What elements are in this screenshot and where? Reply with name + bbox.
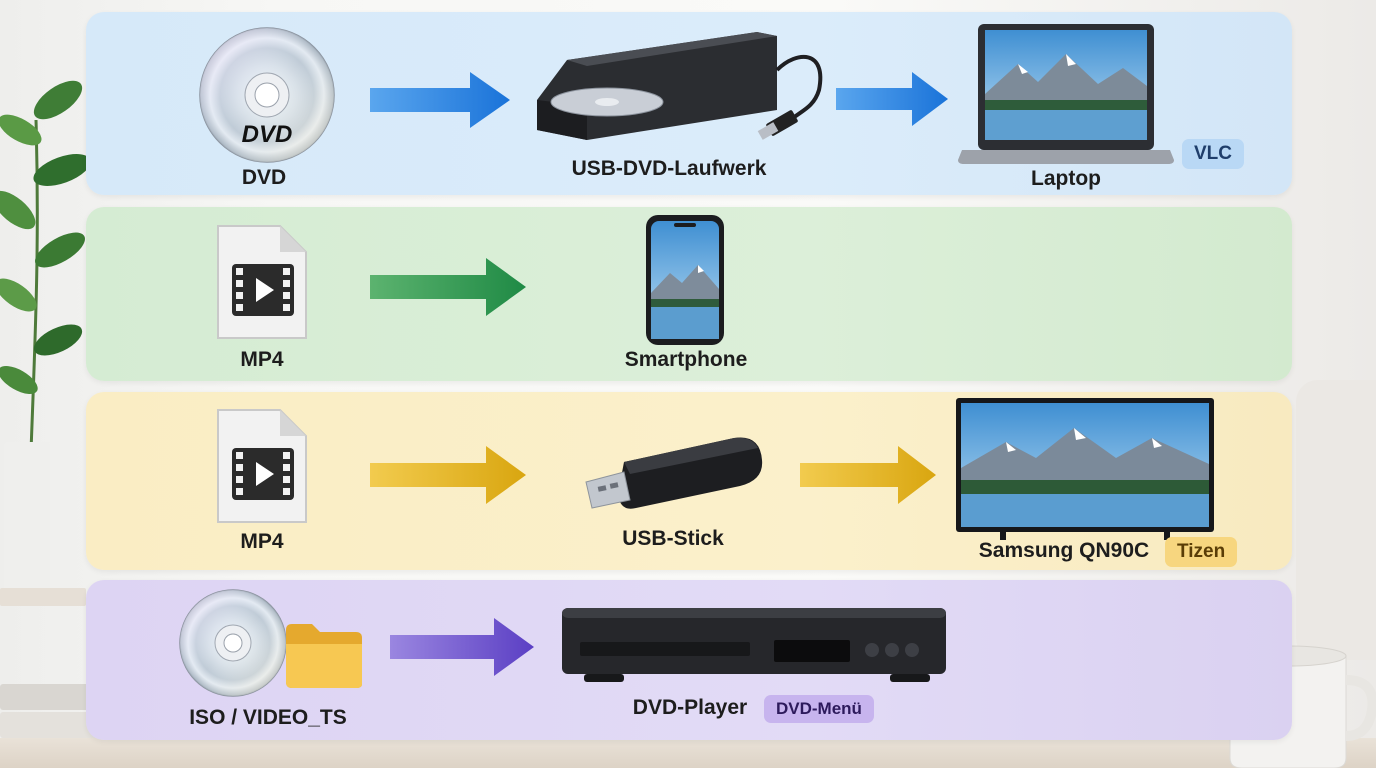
shelf-decoration — [0, 588, 86, 606]
arrow-right-icon — [370, 446, 526, 504]
arrow-right-icon — [370, 258, 526, 316]
target-label: Samsung QN90C — [978, 539, 1150, 562]
smartphone-icon — [646, 215, 724, 345]
arrow-right-icon — [836, 72, 948, 126]
video-file-icon — [217, 409, 307, 523]
middle-label: USB-DVD-Laufwerk — [571, 157, 767, 180]
usb-stick-icon — [585, 437, 763, 509]
laptop-icon — [958, 24, 1174, 164]
source-label: DVD — [241, 166, 287, 189]
video-file-icon — [217, 225, 307, 339]
target-label: Laptop — [1031, 167, 1101, 190]
dvd-menu-badge: DVD-Menü — [764, 695, 874, 723]
tizen-badge: Tizen — [1165, 537, 1238, 567]
dvd-disc-icon — [179, 589, 287, 697]
plant-decoration — [0, 80, 91, 481]
middle-label: USB-Stick — [622, 527, 724, 550]
table-decoration — [0, 738, 1376, 768]
source-label: ISO / VIDEO_TS — [189, 706, 347, 729]
dvd-disc-icon: DVD — [199, 27, 335, 163]
target-label: Smartphone — [624, 348, 748, 371]
dvd-player-icon — [562, 608, 946, 682]
arrow-right-icon — [390, 618, 534, 676]
source-label: MP4 — [240, 530, 284, 553]
disc-text: DVD — [242, 121, 293, 148]
arrow-right-icon — [800, 446, 936, 504]
sofa-decoration — [1296, 380, 1376, 660]
folder-icon — [286, 624, 362, 688]
usb-dvd-drive-icon — [537, 32, 823, 140]
vlc-badge: VLC — [1182, 139, 1244, 169]
target-label: DVD-Player — [632, 696, 748, 719]
source-label: MP4 — [240, 348, 284, 371]
tv-icon — [956, 398, 1214, 540]
arrow-right-icon — [370, 72, 510, 128]
plant-pot-decoration — [4, 442, 50, 592]
